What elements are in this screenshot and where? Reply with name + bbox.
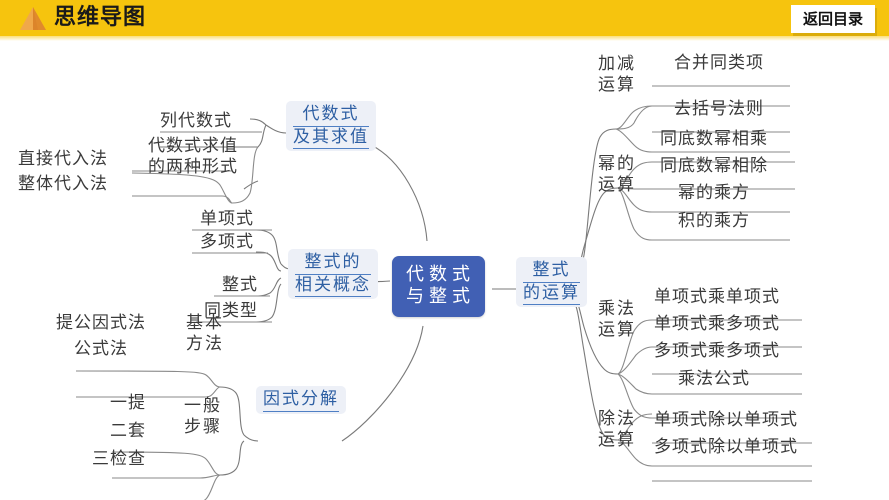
leaf-ji-de-chengfang[interactable]: 积的乘方: [678, 211, 750, 232]
leaf-mi-de-chengfang[interactable]: 幂的乘方: [678, 183, 750, 204]
leaf-tongdishu-mi-xiangchu[interactable]: 同底数幂相除: [660, 156, 768, 177]
header-shadow: [0, 36, 889, 41]
leaf-danxiangshi-chuyi-danxiangshi[interactable]: 单项式除以单项式: [654, 410, 798, 431]
leaf-label: 同底数幂相除: [660, 156, 768, 175]
leaf-label: 二套: [110, 421, 146, 440]
leaf-label: 多项式: [200, 232, 254, 251]
leaf-chengfa-gongshi[interactable]: 乘法公式: [678, 369, 750, 390]
leaf-danxiangshi[interactable]: 单项式: [200, 209, 254, 230]
subnode-label-line-1: 幂的: [598, 154, 636, 173]
subnode-label-line-2: 运算: [598, 174, 636, 194]
leaf-label: 幂的乘方: [678, 183, 750, 202]
leaf-label: 三检查: [92, 449, 146, 468]
leaf-label: 合并同类项: [674, 53, 764, 72]
subnode-yiban-buzhou[interactable]: 一般 步骤: [184, 396, 222, 437]
leaf-label: 同底数幂相乘: [660, 129, 768, 148]
back-to-contents-button[interactable]: 返回目录: [790, 5, 875, 33]
app-header: 思维导图 返回目录: [0, 0, 889, 36]
leaf-label: 提公因式法: [56, 313, 146, 332]
subnode-label-line-1: 除法: [598, 409, 636, 428]
leaf-label: 整式: [222, 275, 258, 294]
leaf-label: 列代数式: [160, 111, 232, 130]
branch-node-polynomial-operations[interactable]: 整式 的运算: [516, 257, 587, 308]
branch-title-line-1: 整式: [523, 260, 580, 283]
leaf-duoxiangshi-cheng-duoxiangshi[interactable]: 多项式乘多项式: [654, 341, 780, 362]
subnode-label-line-2: 运算: [598, 319, 636, 339]
center-node[interactable]: 代数式 与整式: [392, 256, 485, 317]
leaf-duoxiangshi[interactable]: 多项式: [200, 232, 254, 253]
page-title: 思维导图: [54, 5, 147, 30]
leaf-label: 乘法公式: [678, 369, 750, 388]
subnode-label-line-1: 加减: [598, 54, 636, 73]
leaf-hebing-tonglei-xiang[interactable]: 合并同类项: [674, 53, 764, 74]
subnode-label-line-1: 一般: [184, 396, 222, 415]
subnode-label-line-2: 运算: [598, 74, 636, 94]
branch-title-line-1: 整式的: [295, 252, 371, 275]
leaf-label-line-2: 的两种形式: [148, 156, 238, 176]
leaf-label: 多项式乘多项式: [654, 341, 780, 360]
leaf-label: 直接代入法: [18, 149, 108, 168]
leaf-duoxiangshi-chuyi-danxiangshi[interactable]: 多项式除以单项式: [654, 437, 798, 458]
leaf-danxiangshi-cheng-duoxiangshi[interactable]: 单项式乘多项式: [654, 314, 780, 335]
leaf-yiti[interactable]: 一提: [110, 393, 146, 414]
branch-title-line-1: 因式分解: [263, 389, 339, 412]
branch-node-algebraic-expression[interactable]: 代数式 及其求值: [286, 101, 376, 152]
center-node-line-1: 代数式: [406, 264, 475, 284]
leaf-label: 单项式: [200, 209, 254, 228]
leaf-label: 单项式乘多项式: [654, 314, 780, 333]
center-node-line-2: 与整式: [406, 285, 475, 306]
subnode-chufa-yunsuan[interactable]: 除法 运算: [598, 409, 636, 450]
leaf-label: 积的乘方: [678, 211, 750, 230]
leaf-zhengshi[interactable]: 整式: [222, 275, 258, 296]
subnode-mi-de-yunsuan[interactable]: 幂的 运算: [598, 154, 636, 195]
pyramid-icon: [20, 7, 46, 30]
leaf-qukuohao-faze[interactable]: 去括号法则: [674, 99, 764, 120]
subnode-jiajian-yunsuan[interactable]: 加减 运算: [598, 54, 636, 95]
leaf-danxiangshi-cheng-danxiangshi[interactable]: 单项式乘单项式: [654, 287, 780, 308]
subnode-jiben-fangfa[interactable]: 基本 方法: [186, 313, 224, 354]
leaf-tigongyinshi-fa[interactable]: 提公因式法: [56, 313, 146, 334]
mindmap-canvas: 代数式 与整式 代数式 及其求值 列代数式 代数式求值 的两种形式 直接代入法 …: [0, 41, 889, 500]
subnode-label-line-2: 方法: [186, 333, 224, 353]
leaf-ertao[interactable]: 二套: [110, 421, 146, 442]
leaf-label: 多项式除以单项式: [654, 437, 798, 456]
leaf-label: 一提: [110, 393, 146, 412]
branch-node-polynomial-concepts[interactable]: 整式的 相关概念: [288, 249, 378, 300]
subnode-label-line-1: 乘法: [598, 299, 636, 318]
leaf-tongdishu-mi-xiangcheng[interactable]: 同底数幂相乘: [660, 129, 768, 150]
leaf-label: 单项式除以单项式: [654, 410, 798, 429]
subnode-chengfa-yunsuan[interactable]: 乘法 运算: [598, 299, 636, 340]
leaf-label-line-1: 代数式求值: [148, 136, 238, 155]
leaf-lie-daishushi[interactable]: 列代数式: [160, 111, 232, 132]
branch-title-line-1: 代数式: [293, 104, 369, 127]
leaf-label: 整体代入法: [18, 174, 108, 193]
leaf-label: 去括号法则: [674, 99, 764, 118]
branch-node-factorization[interactable]: 因式分解: [256, 386, 346, 414]
leaf-label: 公式法: [74, 339, 128, 358]
branch-title-line-2: 及其求值: [293, 127, 369, 150]
subnode-label-line-1: 基本: [186, 313, 224, 332]
subnode-label-line-2: 运算: [598, 429, 636, 449]
leaf-qiuzhi-liangzhong-xingshi[interactable]: 代数式求值 的两种形式: [148, 136, 238, 177]
leaf-zhengti-dairu-fa[interactable]: 整体代入法: [18, 174, 108, 195]
subnode-label-line-2: 步骤: [184, 416, 222, 436]
leaf-sanjiancha[interactable]: 三检查: [92, 449, 146, 470]
leaf-gongshi-fa[interactable]: 公式法: [74, 339, 128, 360]
branch-title-line-2: 相关概念: [295, 275, 371, 298]
leaf-label: 单项式乘单项式: [654, 287, 780, 306]
branch-title-line-2: 的运算: [523, 283, 580, 306]
leaf-tongleixing[interactable]: 同类型: [204, 301, 258, 322]
leaf-label: 同类型: [204, 301, 258, 320]
leaf-zhijie-dairu-fa[interactable]: 直接代入法: [18, 149, 108, 170]
